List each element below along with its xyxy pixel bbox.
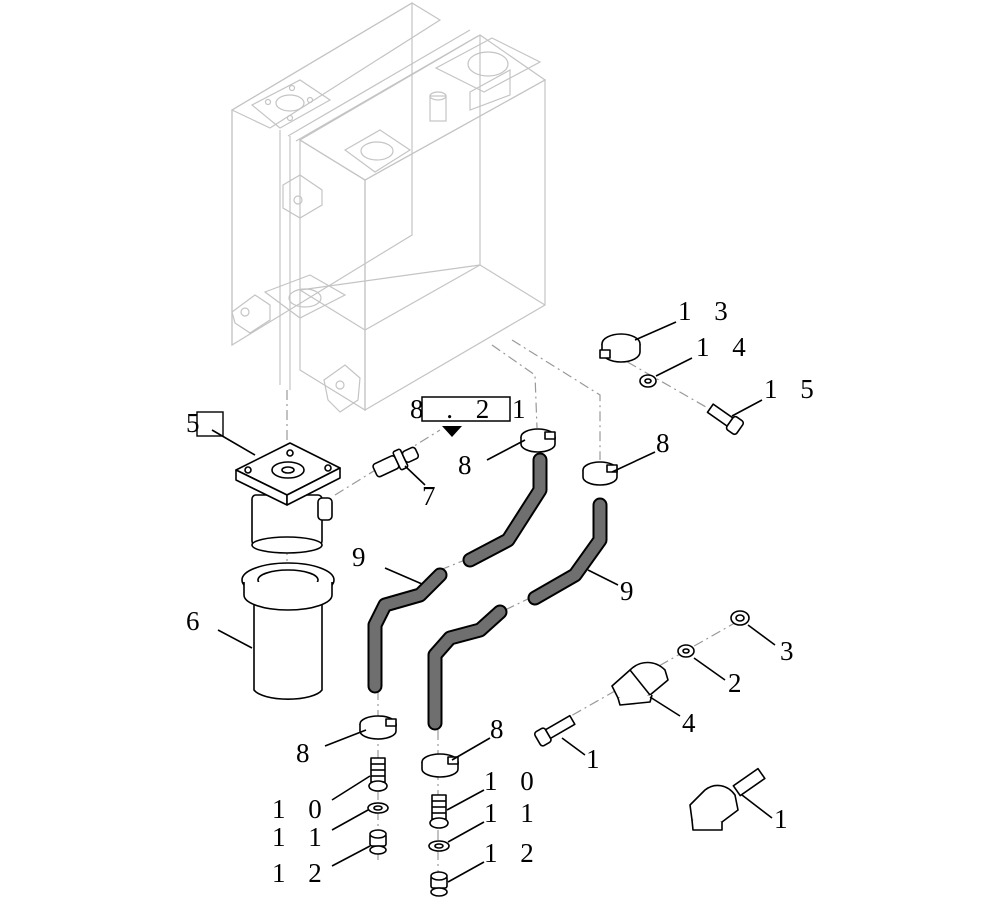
callout-11: 1 1 (484, 798, 542, 828)
part-3-nut (730, 610, 750, 626)
callout-8: 8 (490, 714, 512, 744)
callout-10: 1 0 (272, 794, 330, 824)
part-8-clamps (359, 428, 618, 778)
part-7-fitting (372, 446, 420, 478)
leader-lines (211, 321, 776, 883)
clamp-8c (359, 715, 397, 740)
callout-6: 6 (186, 606, 208, 636)
callout-12: 1 2 (272, 858, 330, 888)
part-9-hoses (367, 452, 608, 731)
tank-housing (230, 1, 547, 413)
callout-3: 3 (780, 636, 802, 666)
part-4-bracket (611, 661, 669, 706)
callout-10: 1 0 (484, 766, 542, 796)
callout-8: 8 (656, 428, 678, 458)
callout-5: 5 (186, 408, 208, 438)
part-5-filter-head (196, 411, 341, 554)
callout-9: 9 (352, 542, 374, 572)
callout-14: 1 4 (696, 332, 754, 362)
callout-1: 1 (586, 744, 608, 774)
part-15-bolt (706, 403, 745, 436)
callout-15: 1 5 (764, 374, 822, 404)
part-13-clamp (599, 333, 641, 363)
callout-labels: 5 6 7 8 8 8 8 9 9 1 0 1 1 1 2 1 0 1 1 1 … (186, 296, 822, 888)
fastener-stack-left (367, 757, 389, 855)
fastener-stack-right (428, 794, 450, 897)
callout-8: 8 (458, 450, 480, 480)
reference-box[interactable]: 8 . 2 1 (410, 394, 534, 437)
part-1-clamp-bolt-b (689, 767, 766, 831)
callout-9: 9 (620, 576, 642, 606)
clamp-8a (520, 428, 556, 453)
callout-1: 1 (774, 804, 796, 834)
part-2-washer (677, 644, 695, 658)
callout-12: 1 2 (484, 838, 542, 868)
callout-2: 2 (728, 668, 750, 698)
part-14-washer (639, 374, 657, 388)
part-6-filter-element (241, 562, 335, 700)
callout-8: 8 (296, 738, 318, 768)
callout-13: 1 3 (678, 296, 736, 326)
callout-11: 1 1 (272, 822, 330, 852)
callout-4: 4 (682, 708, 704, 738)
clamp-8d (421, 753, 459, 778)
part-1-bolt-a (533, 714, 576, 747)
callout-7: 7 (422, 481, 444, 511)
reference-box-text: 8 . 2 1 (410, 394, 534, 424)
reference-arrow-icon (442, 426, 462, 437)
clamp-8b (582, 461, 618, 486)
